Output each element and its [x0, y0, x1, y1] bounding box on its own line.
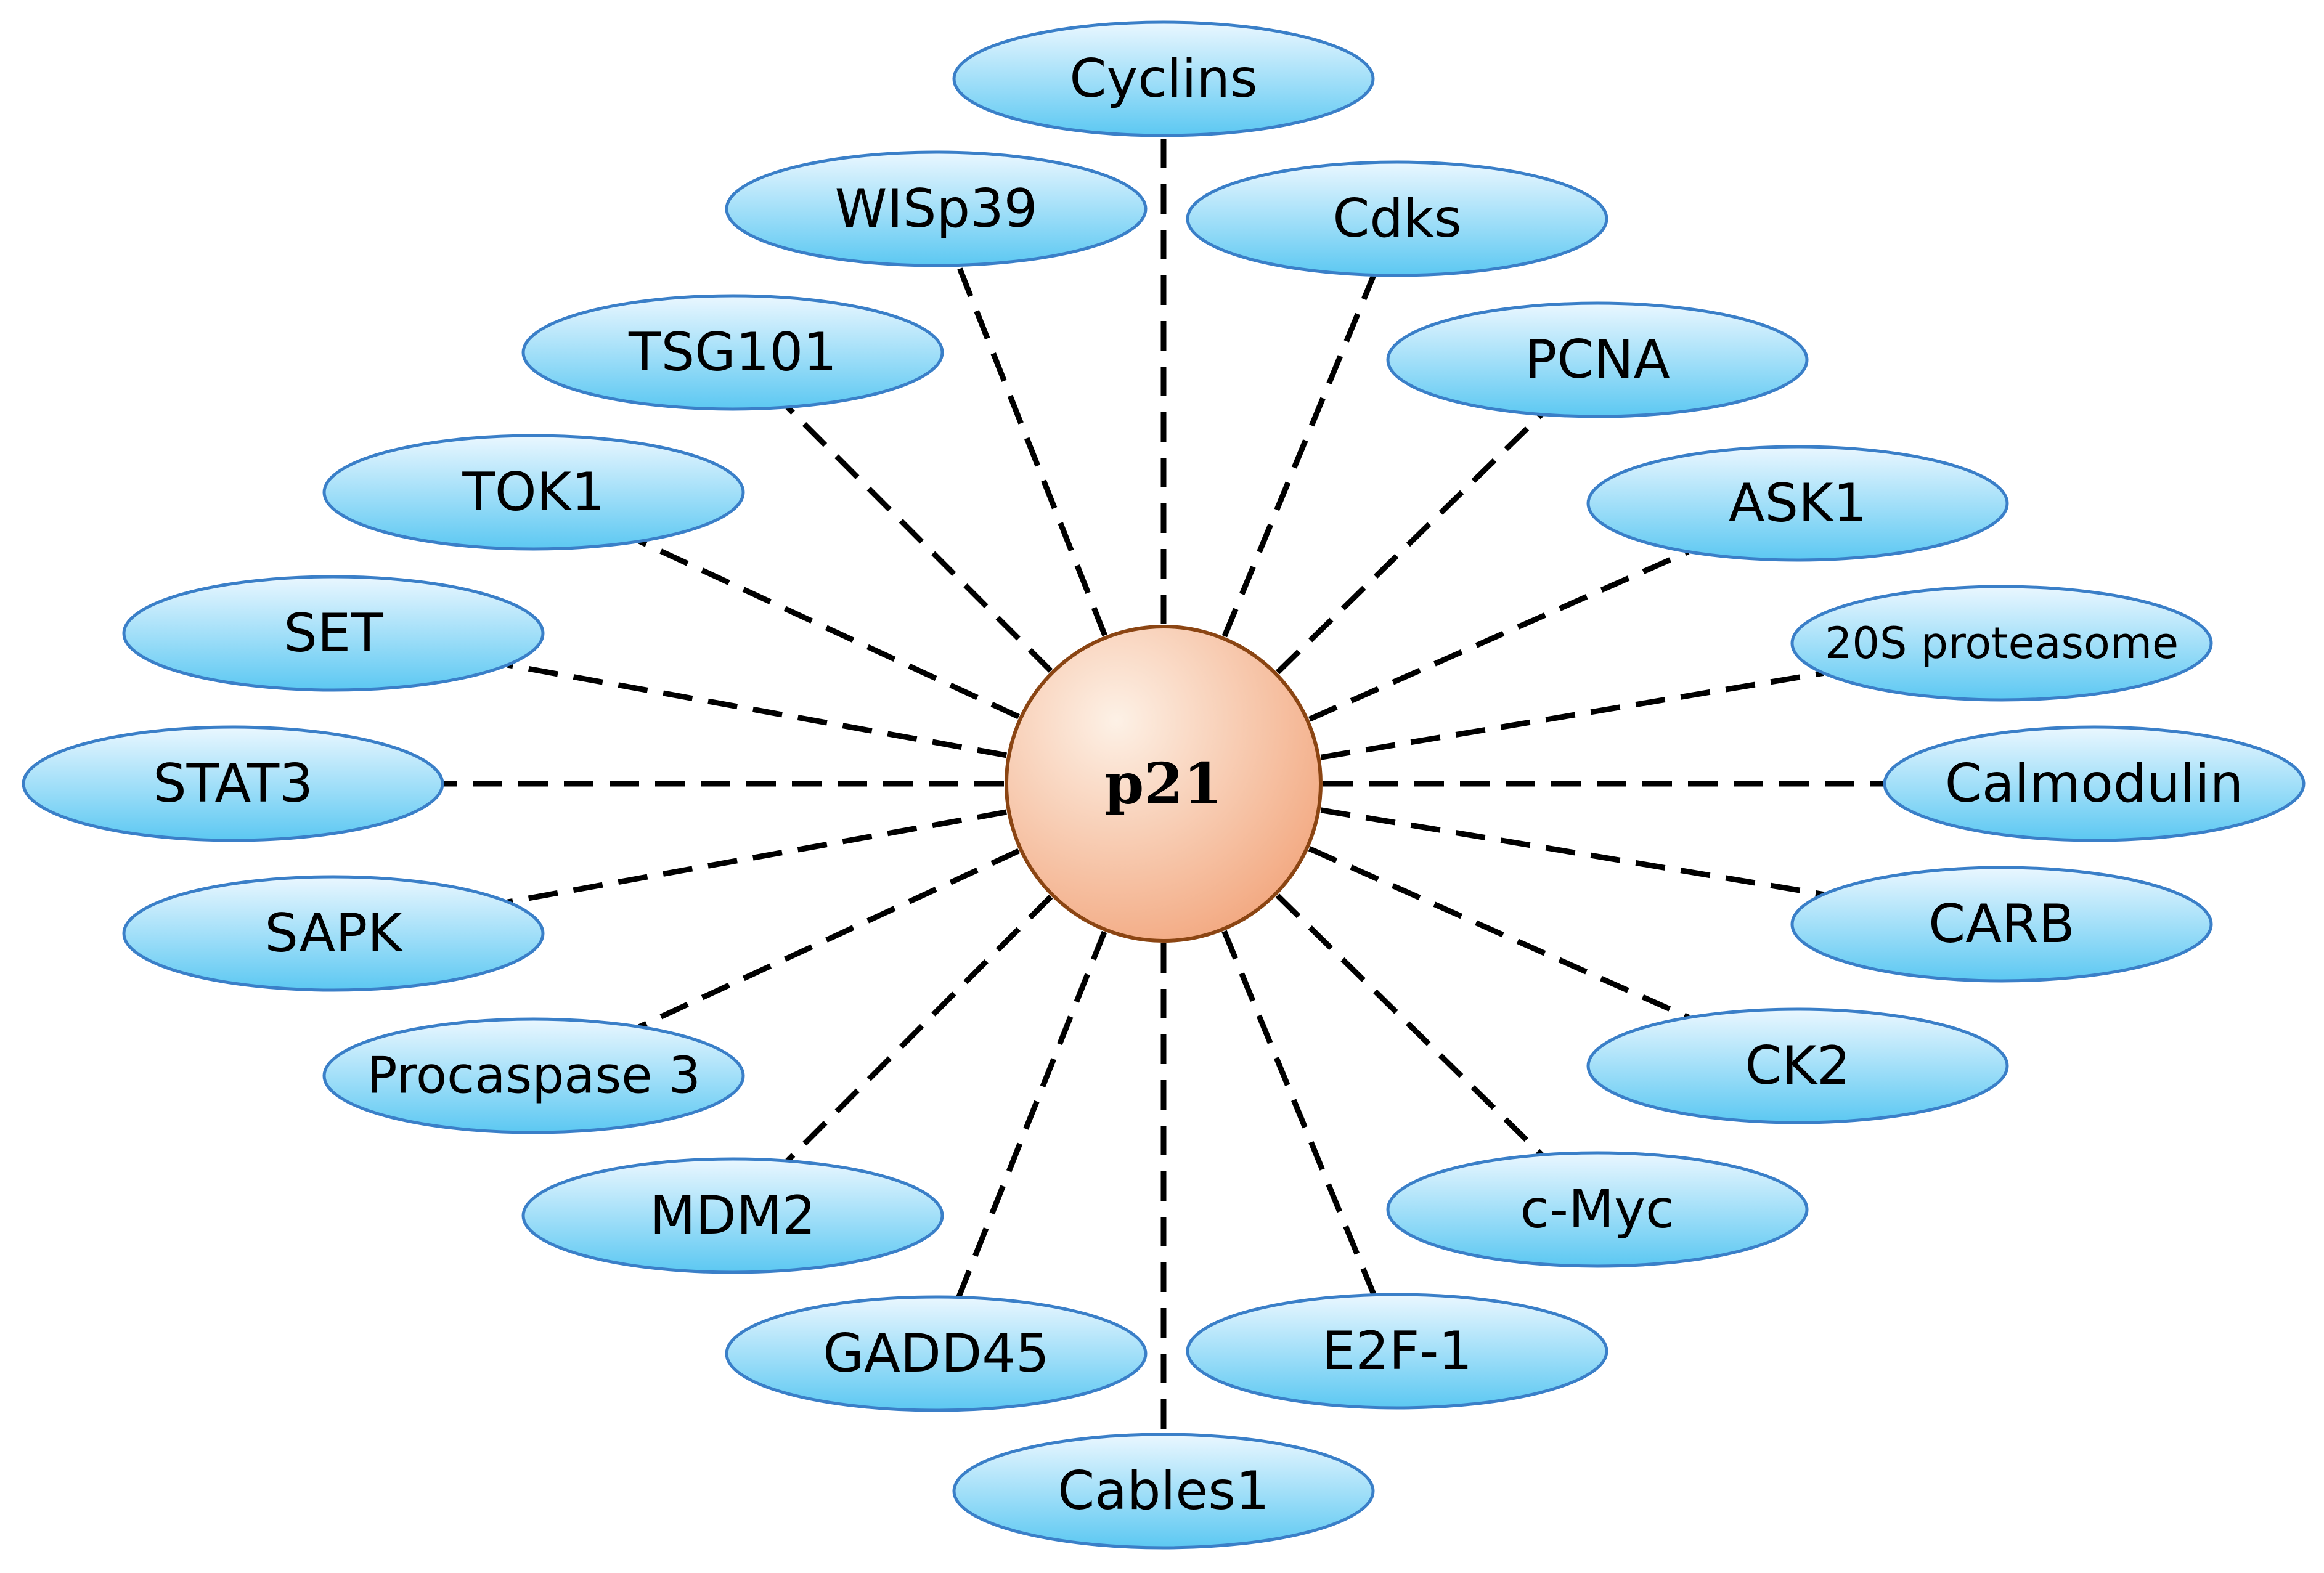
connectors: [442, 136, 1885, 1434]
node-label-cyclins: Cyclins: [1069, 48, 1257, 110]
node-label-20s-proteasome: 20S proteasome: [1825, 618, 2179, 669]
node-stat3: STAT3: [22, 725, 444, 842]
node-sapk: SAPK: [122, 875, 545, 992]
node-label-mdm2: MDM2: [650, 1185, 815, 1246]
node-ellipse-cdks: [1186, 160, 1608, 277]
node-ellipse-c-myc: [1386, 1151, 1809, 1268]
node-label-procaspase-3: Procaspase 3: [367, 1047, 701, 1105]
node-label-c-myc: c-Myc: [1520, 1179, 1675, 1240]
node-ellipse-set: [122, 575, 545, 692]
node-carb: CARB: [1790, 866, 2213, 983]
connector-tok1: [638, 539, 1020, 720]
node-ellipse-tsg101: [521, 294, 944, 411]
node-ellipse-cyclins: [952, 20, 1375, 137]
connector-carb: [1320, 807, 1824, 897]
node-calmodulin: Calmodulin: [1883, 725, 2306, 842]
node-label-ck2: CK2: [1745, 1035, 1850, 1097]
node-ck2: CK2: [1586, 1007, 2009, 1124]
connector-e2f-1: [1221, 930, 1377, 1296]
connector-ck2: [1308, 846, 1690, 1020]
node-cyclins: Cyclins: [952, 20, 1375, 137]
connector-20s-proteasome: [1320, 670, 1824, 760]
node-label-sapk: SAPK: [264, 903, 404, 964]
node-gadd45: GADD45: [725, 1295, 1148, 1412]
node-label-gadd45: GADD45: [823, 1323, 1049, 1384]
node-ellipse-procaspase-3: [322, 1017, 745, 1134]
node-ellipse-ck2: [1586, 1007, 2009, 1124]
hub-label: p21: [1104, 750, 1223, 817]
node-ellipse-cables1: [952, 1433, 1375, 1550]
node-ellipse-calmodulin: [1883, 725, 2306, 842]
node-procaspase-3: Procaspase 3: [322, 1017, 745, 1134]
node-set: SET: [122, 575, 545, 692]
connector-tsg101: [785, 405, 1053, 673]
node-ellipse-mdm2: [521, 1157, 944, 1274]
node-label-calmodulin: Calmodulin: [1945, 753, 2243, 815]
node-cables1: Cables1: [952, 1433, 1375, 1550]
connector-cdks: [1221, 274, 1377, 638]
connector-gadd45: [956, 930, 1107, 1299]
connector-sapk: [507, 809, 1007, 905]
connector-pcna: [1276, 412, 1544, 675]
node-tsg101: TSG101: [521, 294, 944, 411]
node-wisp39: WISp39: [725, 150, 1148, 267]
connector-set: [507, 662, 1007, 758]
node-e2f-1: E2F-1: [1186, 1293, 1608, 1410]
node-20s-proteasome: 20S proteasome: [1790, 585, 2213, 702]
node-label-set: SET: [283, 603, 383, 664]
node-label-e2f-1: E2F-1: [1322, 1320, 1472, 1382]
node-label-tsg101: TSG101: [628, 322, 837, 383]
hub-circle: [1005, 625, 1323, 943]
node-ellipse-sapk: [122, 875, 545, 992]
node-ellipse-wisp39: [725, 150, 1148, 267]
connector-mdm2: [785, 895, 1053, 1163]
node-label-stat3: STAT3: [153, 753, 313, 815]
node-c-myc: c-Myc: [1386, 1151, 1809, 1268]
node-cdks: Cdks: [1186, 160, 1608, 277]
node-ellipse-gadd45: [725, 1295, 1148, 1412]
node-label-cables1: Cables1: [1058, 1460, 1270, 1522]
connector-ask1: [1308, 549, 1690, 722]
node-tok1: TOK1: [322, 434, 745, 551]
node-ellipse-pcna: [1386, 301, 1809, 418]
node-label-tok1: TOK1: [462, 461, 605, 523]
connector-procaspase-3: [638, 848, 1020, 1030]
node-ellipse-ask1: [1586, 445, 2009, 562]
node-label-cdks: Cdks: [1332, 188, 1461, 250]
node-ellipse-20s-proteasome: [1790, 585, 2213, 702]
node-label-carb: CARB: [1928, 893, 2075, 955]
hub-node: p21: [1005, 625, 1323, 943]
connector-wisp39: [955, 264, 1107, 636]
node-ellipse-carb: [1790, 866, 2213, 983]
node-ellipse-tok1: [322, 434, 745, 551]
node-mdm2: MDM2: [521, 1157, 944, 1274]
node-ask1: ASK1: [1586, 445, 2009, 562]
node-ellipse-stat3: [22, 725, 444, 842]
node-label-wisp39: WISp39: [834, 178, 1037, 240]
node-pcna: PCNA: [1386, 301, 1809, 418]
node-label-pcna: PCNA: [1525, 329, 1670, 391]
node-label-ask1: ASK1: [1729, 473, 1867, 534]
node-ellipse-e2f-1: [1186, 1293, 1608, 1410]
connector-c-myc: [1275, 893, 1544, 1157]
